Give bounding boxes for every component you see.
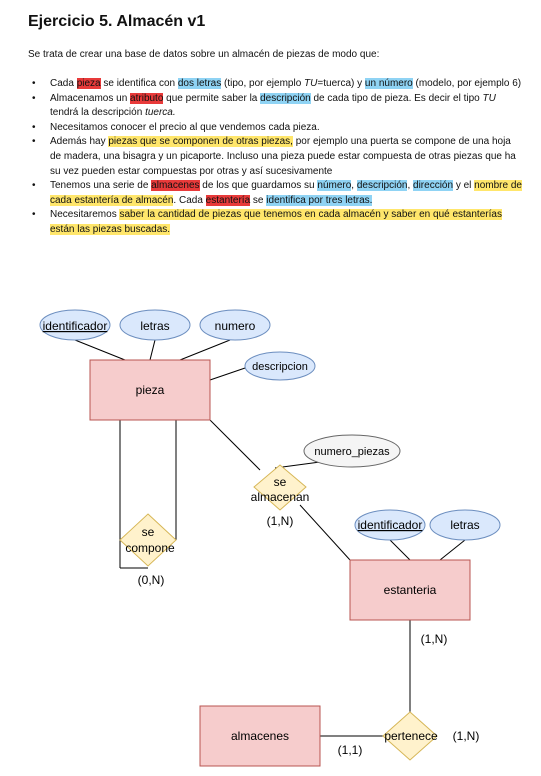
cardinality-compone: (0,N) [138,573,165,587]
line-pieza-descripcion [209,366,249,381]
entity-almacenes: almacenes [199,705,321,767]
connector-lines [74,339,466,737]
svg-text:se: se [274,475,287,489]
svg-text:compone: compone [125,541,175,555]
highlight-red: atributo [130,92,164,104]
line-pieza-almacenan [209,419,261,471]
cardinality-pertenece: (1,N) [453,729,480,743]
requirement-item: Almacenamos un atributo que permite sabe… [28,92,524,121]
attr-pieza-identificador: identificador [39,309,111,341]
text-run: . Cada [173,194,206,206]
relationship-pertenece: pertenece [382,711,438,761]
text-run: Necesitamos conocer el precio al que ven… [50,121,320,133]
text-run: (modelo, por ejemplo 6) [412,78,522,89]
svg-text:identificador: identificador [43,319,108,333]
cardinality-almacenes: (1,1) [338,743,363,757]
attr-estanteria-identificador: identificador [354,509,426,541]
svg-text:descripcion: descripcion [252,361,308,373]
text-run: y el [453,180,475,192]
highlight-red: almacenes [151,180,200,192]
svg-text:se: se [142,525,155,539]
requirement-item: Necesitamos conocer el precio al que ven… [28,121,524,136]
svg-text:pieza: pieza [136,383,165,397]
text-run: se [250,194,267,206]
text-run: Cada [50,78,77,89]
highlight-blue: número [317,180,352,192]
svg-text:almacenan: almacenan [251,490,310,504]
text-run: Necesitaremos [50,209,120,221]
highlight-blue: dos letras [177,78,222,89]
text-run: Almacenamos un [50,92,131,104]
svg-text:almacenes: almacenes [231,729,289,743]
cardinality-almacenan: (1,N) [267,514,294,528]
attr-pieza-descripcion: descripcion [244,351,316,381]
highlight-blue: dirección [413,180,454,192]
text-run: , [351,180,357,192]
text-run: tuerca. [145,107,176,119]
text-run: TU [482,92,496,104]
requirements-list: Cada pieza se identifica con dos letras … [28,77,524,238]
requirement-item: Cada pieza se identifica con dos letras … [28,77,524,92]
attr-pieza-numero: numero [199,309,271,341]
highlight-blue: descripción [356,180,408,192]
text-run: (tipo, por ejemplo [221,78,305,89]
page-title: Ejercicio 5. Almacén v1 [28,13,206,30]
text-run: de los que guardamos su [199,180,318,192]
text-run: Además hay [50,136,109,148]
svg-text:estanteria: estanteria [384,583,437,597]
text-run: , [407,180,414,192]
text-run: de cada tipo de pieza. Es decir el tipo [310,92,483,104]
highlight-blue: identifica por tres letras. [266,194,373,206]
line-estanteria-identificador [389,539,411,561]
text-run: por ejemplo una puerta se compone de una… [50,136,516,177]
attr-pieza-letras: letras [119,309,191,341]
highlight-blue: un número [364,78,413,89]
svg-text:letras: letras [140,319,169,333]
line-estanteria-letras [439,539,466,561]
requirement-item: Tenemos una serie de almacenes de los qu… [28,179,524,208]
svg-text:identificador: identificador [358,518,423,532]
requirement-item: Además hay piezas que se componen de otr… [28,135,524,179]
text-run: tendrá la descripción [50,107,146,119]
entity-estanteria: estanteria [349,559,471,621]
text-run: que permite saber la [163,92,261,104]
svg-text:pertenece: pertenece [384,729,438,743]
line-pieza-letras [149,339,156,361]
intro-text: Se trata de crear una base de datos sobr… [28,49,380,60]
text-run: =tuerca) y [317,78,365,89]
highlight-red: estantería [205,194,251,206]
line-pieza-numero [179,339,231,361]
svg-text:numero: numero [215,319,256,333]
line-pieza-identificador [74,339,126,361]
line-almacenan-estanteria [299,504,351,561]
entity-pieza: pieza [89,359,211,421]
highlight-red: pieza [76,78,101,89]
relationship-se-compone: se compone [119,513,177,567]
text-run: Tenemos una serie de [50,180,152,192]
relationship-se-almacenan: se almacenan [251,464,310,511]
attr-numero-piezas: numero_piezas [303,434,401,468]
highlight-yellow: piezas que se componen de otras piezas, [108,136,293,148]
cardinality-estanteria: (1,N) [421,632,448,646]
text-run: TU [304,78,318,89]
highlight-blue: descripción [260,92,311,104]
svg-text:letras: letras [450,518,479,532]
svg-text:numero_piezas: numero_piezas [314,446,390,458]
text-run: se identifica con [100,78,178,89]
attr-estanteria-letras: letras [429,509,501,541]
requirement-item: Necesitaremos saber la cantidad de pieza… [28,208,524,237]
